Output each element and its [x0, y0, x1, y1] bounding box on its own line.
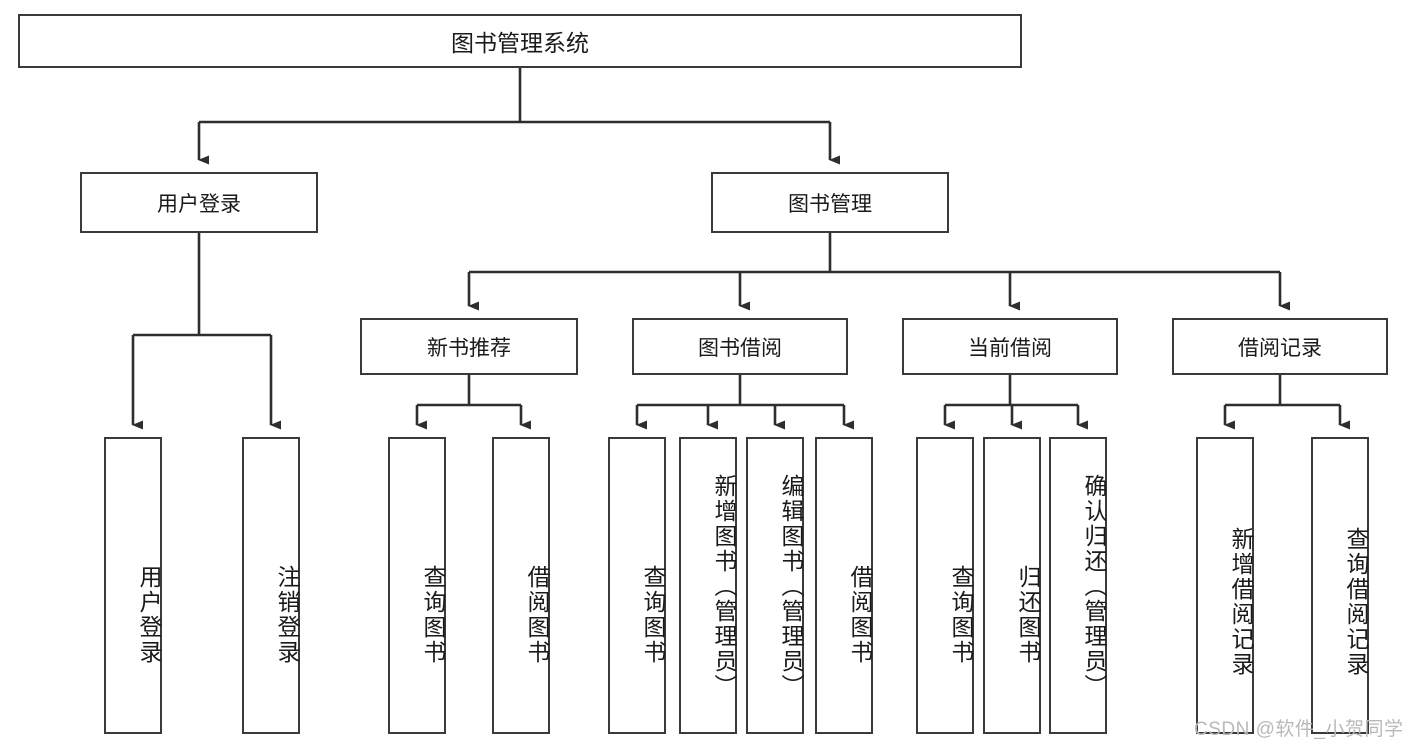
node-label: 新增图书（管理员） — [711, 474, 737, 699]
node-new-book-recommend[interactable]: 新书推荐 — [360, 318, 578, 375]
leaf-logout-login[interactable]: 注销登录 — [242, 437, 300, 734]
leaf-return-book[interactable]: 归还图书 — [983, 437, 1041, 734]
node-label: 查询借阅记录 — [1343, 526, 1369, 677]
leaf-query-borrow-record[interactable]: 查询借阅记录 — [1311, 437, 1369, 734]
leaf-query-book-recommend[interactable]: 查询图书 — [388, 437, 446, 734]
node-label: 编辑图书（管理员） — [778, 474, 804, 699]
node-label: 借阅记录 — [1238, 336, 1322, 360]
node-label: 查询图书 — [640, 564, 666, 665]
node-label: 新书推荐 — [427, 336, 511, 360]
node-label: 查询图书 — [948, 564, 974, 665]
node-label: 图书管理系统 — [451, 30, 589, 56]
node-label: 图书借阅 — [698, 336, 782, 360]
leaf-user-login[interactable]: 用户登录 — [104, 437, 162, 734]
node-label: 用户登录 — [136, 564, 162, 665]
node-label: 确认归还（管理员） — [1081, 474, 1107, 699]
leaf-confirm-return-admin[interactable]: 确认归还（管理员） — [1049, 437, 1107, 734]
leaf-add-borrow-record[interactable]: 新增借阅记录 — [1196, 437, 1254, 734]
node-book-management[interactable]: 图书管理 — [711, 172, 949, 233]
leaf-query-book-current[interactable]: 查询图书 — [916, 437, 974, 734]
node-label: 用户登录 — [157, 192, 241, 216]
csdn-watermark: CSDN @软件_小贺同学 — [1194, 719, 1404, 740]
leaf-add-book-admin[interactable]: 新增图书（管理员） — [679, 437, 737, 734]
node-label: 借阅图书 — [847, 564, 873, 665]
node-label: 归还图书 — [1015, 564, 1041, 665]
node-label: 新增借阅记录 — [1228, 526, 1254, 677]
node-root-system[interactable]: 图书管理系统 — [18, 14, 1022, 68]
leaf-query-book-borrow[interactable]: 查询图书 — [608, 437, 666, 734]
node-label: 借阅图书 — [524, 564, 550, 665]
node-label: 注销登录 — [274, 564, 300, 665]
node-label: 查询图书 — [420, 564, 446, 665]
node-book-borrow[interactable]: 图书借阅 — [632, 318, 848, 375]
node-current-borrow[interactable]: 当前借阅 — [902, 318, 1118, 375]
node-label: 当前借阅 — [968, 336, 1052, 360]
leaf-edit-book-admin[interactable]: 编辑图书（管理员） — [746, 437, 804, 734]
leaf-borrow-book[interactable]: 借阅图书 — [815, 437, 873, 734]
node-user-login[interactable]: 用户登录 — [80, 172, 318, 233]
node-borrow-record[interactable]: 借阅记录 — [1172, 318, 1388, 375]
node-label: 图书管理 — [788, 192, 872, 216]
leaf-borrow-book-recommend[interactable]: 借阅图书 — [492, 437, 550, 734]
